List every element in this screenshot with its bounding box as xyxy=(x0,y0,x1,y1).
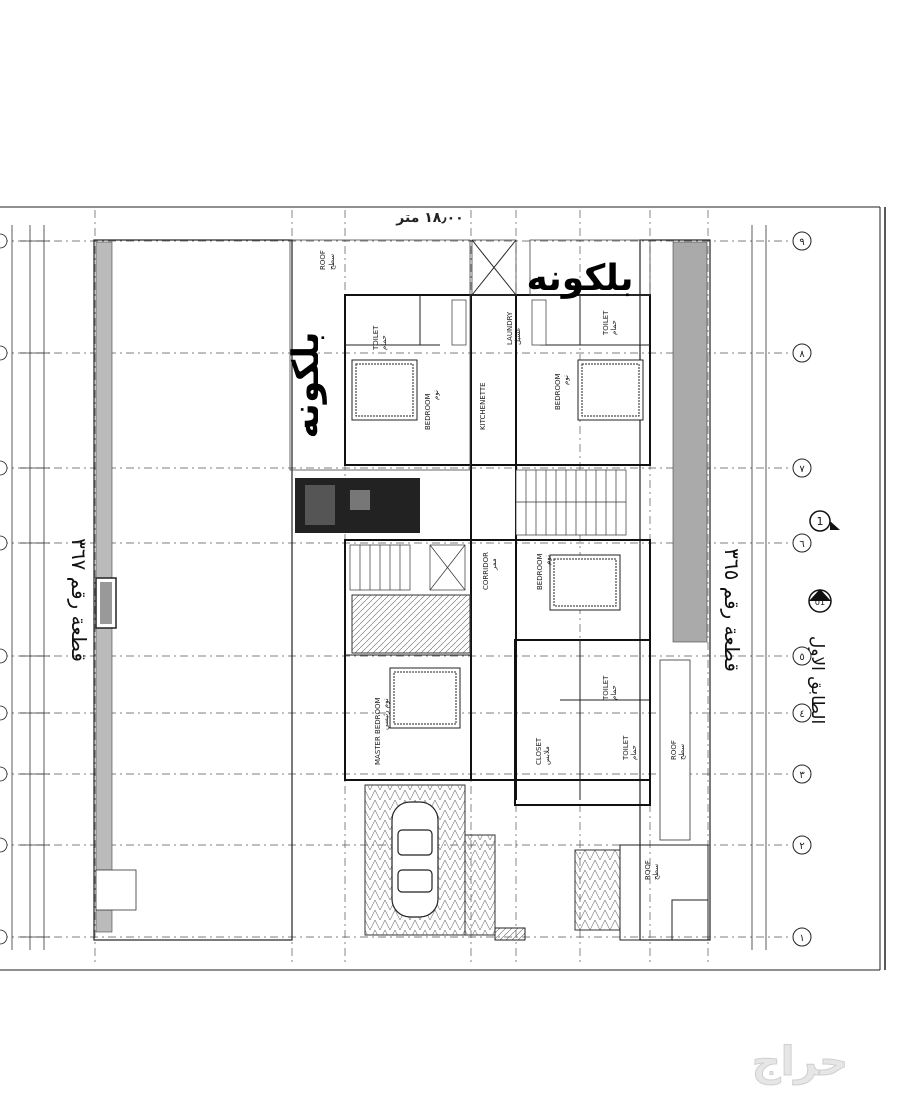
balcony-label-top: بلكونه xyxy=(526,258,633,299)
room-closet: CLOSET xyxy=(535,737,543,765)
plot-right-label: قطعة رقم ٣٦٥ xyxy=(720,548,744,672)
right-plot xyxy=(639,239,711,941)
stairs xyxy=(515,469,627,536)
room-roof-c-ar: سطح xyxy=(652,864,660,880)
right-axis-markers: ٩ ٨ ٧ ٦ ٥ ٤ ٣ ٢ ١ xyxy=(792,231,812,947)
right-dimension-lines xyxy=(751,225,767,950)
room-toilet-a: TOILET xyxy=(372,325,380,351)
left-plot xyxy=(93,239,293,941)
axis-label-3: ٣ xyxy=(799,770,805,781)
room-roof-c: ROOF xyxy=(644,860,652,880)
room-toilet-b-ar: حمام xyxy=(610,320,618,335)
room-labels: ROOF سطح TOILET حمام BEDROOM نوم KITCHEN… xyxy=(319,250,686,880)
axis-label-6: ٦ xyxy=(799,539,804,550)
dark-furniture-block xyxy=(295,478,420,533)
frame-lines xyxy=(0,206,886,971)
interior-walls xyxy=(289,239,651,800)
section-marker: 1 xyxy=(809,510,840,532)
room-roof-a: ROOF xyxy=(319,250,327,270)
room-toilet-b: TOILET xyxy=(602,310,610,336)
room-kitchenette: KITCHENETTE xyxy=(479,382,487,430)
room-roof-b: ROOF xyxy=(670,740,678,760)
axis-label-2: ٢ xyxy=(799,841,804,852)
room-bedroom-a: BEDROOM xyxy=(424,393,432,430)
room-master-bedroom-ar: نوم رئيسي xyxy=(382,698,390,730)
room-bedroom-c: BEDROOM xyxy=(536,553,544,590)
furniture-beds xyxy=(351,359,644,729)
view-marker: 01 xyxy=(808,589,832,613)
room-corridor: CORRIDOR xyxy=(482,552,490,590)
bottom-right-block xyxy=(494,844,709,941)
room-bedroom-c-ar: نوم xyxy=(544,555,552,565)
axis-label-4: ٤ xyxy=(799,709,804,720)
axis-label-5: ٥ xyxy=(799,652,804,663)
balcony-label-left: بلكونه xyxy=(286,331,327,438)
room-corridor-ar: ممر xyxy=(490,558,498,571)
room-toilet-c-ar: حمام xyxy=(610,685,618,700)
floor-title: الطابق الاول xyxy=(807,636,827,724)
watermark: حراج xyxy=(752,1039,848,1085)
grid-horizontal xyxy=(0,240,790,938)
room-laundry: LAUNDRY xyxy=(506,311,514,345)
wardrobes xyxy=(349,299,547,591)
top-dimension: ١٨٫٠٠ متر xyxy=(395,210,463,226)
room-bedroom-b: BEDROOM xyxy=(554,373,562,410)
plot-left-label: قطعة رقم ٣٦٧ xyxy=(67,538,91,662)
room-bedroom-b-ar: نوم xyxy=(562,375,570,385)
room-laundry-ar: غسيل xyxy=(514,327,522,345)
axis-label-7: ٧ xyxy=(799,464,805,475)
left-dimension-lines xyxy=(11,225,50,950)
room-bedroom-a-ar: نوم xyxy=(432,390,440,400)
view-marker-text: 01 xyxy=(815,598,825,607)
room-roof-a-ar: سطح xyxy=(328,254,336,270)
axis-label-9: ٩ xyxy=(799,237,804,248)
left-axis-markers xyxy=(0,233,8,945)
room-toilet-c: TOILET xyxy=(602,675,610,701)
room-toilet-d: TOILET xyxy=(622,735,630,761)
room-toilet-d-ar: حمام xyxy=(630,745,638,760)
room-toilet-a-ar: حمام xyxy=(380,335,388,350)
section-marker-text: 1 xyxy=(817,515,824,528)
axis-label-8: ٨ xyxy=(799,349,805,360)
room-master-bedroom: MASTER BEDROOM xyxy=(374,697,382,765)
car-icon xyxy=(391,801,439,918)
room-roof-b-ar: سطح xyxy=(678,744,686,760)
room-closet-ar: ملابس xyxy=(543,746,551,765)
axis-label-1: ١ xyxy=(799,933,804,944)
